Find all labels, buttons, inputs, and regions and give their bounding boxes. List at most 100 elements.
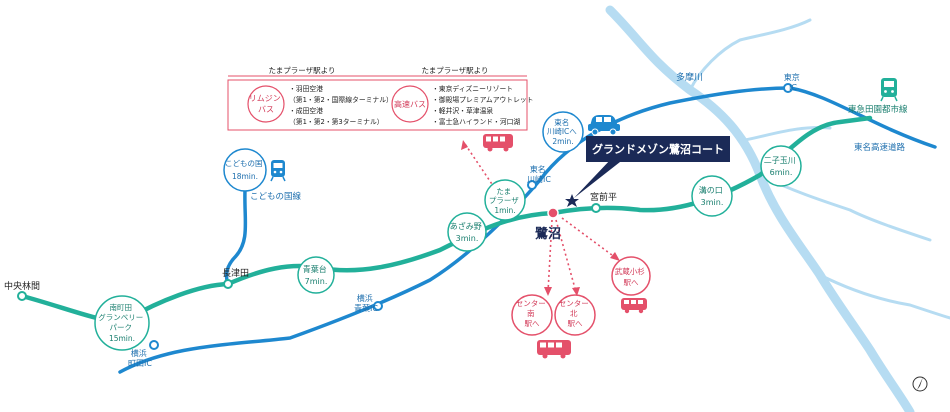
- north-arrow-icon: [912, 376, 928, 392]
- property-pointer: [574, 158, 620, 198]
- badge-aobadai: 青葉台 7min.: [297, 256, 335, 294]
- node-chuo-rinkan: [17, 291, 27, 301]
- bus-center-minami-l1: センター: [516, 299, 546, 308]
- train-icon-kodomonokuni: [270, 160, 286, 182]
- badge-minamimachida-l3: パーク: [110, 323, 133, 332]
- tama-river: [605, 5, 915, 412]
- svg-text:東名 川崎IC: 東名 川崎IC: [527, 164, 551, 184]
- label-tomei-expressway: 東名高速道路: [854, 142, 906, 153]
- svg-text:リムジン バス: リムジン バス: [249, 94, 284, 114]
- arrow-heads: [461, 140, 620, 296]
- express-item-3: ・富士急ハイランド・河口湖: [432, 117, 520, 126]
- badge-kawasaki-ic: 東名 川崎ICへ 2min.: [542, 111, 584, 153]
- rivers: [605, 5, 950, 412]
- node-machida-ic: [149, 340, 159, 350]
- blue-badges: こどもの国 18min. 東名 川崎ICへ 2min.: [223, 111, 584, 192]
- svg-text:横浜 青葉IC: 横浜 青葉IC: [354, 293, 378, 313]
- badge-mizonokuchi-l1: 溝の口: [699, 185, 723, 195]
- node-aoba-ic: [373, 301, 383, 311]
- badge-mizonokuchi: 溝の口 3min.: [691, 175, 733, 217]
- arrowhead-4: [610, 252, 620, 261]
- express-item-0: ・東京ディズニーリゾート: [432, 84, 513, 93]
- svg-text:センター 北 駅へ: センター 北 駅へ: [559, 299, 591, 328]
- label-miyamaedaira: 宮前平: [590, 191, 617, 203]
- river-branch-3: [818, 273, 950, 320]
- bus-center-kita-l1: センター: [559, 299, 589, 308]
- property-star-icon: [565, 194, 579, 207]
- node-nagatsuta: [223, 279, 233, 289]
- svg-text:こどもの国 18min.: こどもの国 18min.: [225, 159, 265, 181]
- arrowhead-3: [572, 287, 580, 296]
- label-kodomonokuni-line: こどもの国線: [250, 191, 302, 202]
- badge-kodomonokuni-circle: [223, 148, 267, 192]
- arrowhead-1: [461, 140, 468, 150]
- svg-text:溝の口 3min.: 溝の口 3min.: [699, 185, 726, 207]
- badge-aobadai-circle: [297, 256, 335, 294]
- limousine-label-l1: リムジン: [249, 94, 281, 103]
- svg-text:二子玉川 6min.: 二子玉川 6min.: [764, 156, 799, 177]
- badge-kawasaki-ic-l3: 2min.: [552, 137, 573, 146]
- label-tokyo-ic-l2: IC: [789, 83, 797, 92]
- property-name-box: [586, 136, 730, 162]
- label-kawasaki-ic-l1: 東名: [530, 164, 546, 174]
- label-aoba-ic-l1: 横浜: [357, 293, 373, 303]
- badge-minamimachida-circle: [94, 295, 150, 351]
- svg-text:センター 南 駅へ: センター 南 駅へ: [516, 299, 548, 328]
- badge-minamimachida-l1: 南町田: [110, 302, 133, 312]
- badge-futakotamagawa-circle: [760, 145, 802, 187]
- svg-text:横浜 町田IC: 横浜 町田IC: [128, 348, 152, 368]
- sagimuma-station-label: 鷺沼: [535, 226, 561, 242]
- svg-text:南町田 グランベリー パーク: 南町田 グランベリー パーク 15min.: [98, 302, 145, 343]
- svg-text:青葉台 7min.: 青葉台 7min.: [303, 264, 330, 286]
- node-kawasaki-ic: [527, 180, 537, 190]
- badge-kawasaki-ic-circle: [542, 111, 584, 153]
- label-machida-ic-l2: 町田IC: [128, 359, 152, 368]
- bus-musashikosugi-circle: [611, 256, 651, 296]
- express-item-1: ・御殿場プレミアムアウトレット: [432, 95, 533, 104]
- node-tokyo-ic: [783, 83, 793, 93]
- express-label: 高速バス: [394, 99, 426, 109]
- limousine-item-2: ・成田空港: [289, 106, 323, 115]
- bus-icon-bottom: [537, 340, 571, 359]
- svg-text:・東京ディズニーリゾート ・御殿場プレミアムアウ: ・東京ディズニーリゾート ・御殿場プレミアムアウトレット ・軽井沢・草津温泉 ・…: [432, 84, 536, 126]
- badge-kawasaki-ic-l1: 東名: [554, 117, 569, 127]
- badge-tamaplaza-circle: [484, 179, 526, 221]
- badge-minamimachida: 南町田 グランベリー パーク 15min.: [94, 295, 150, 351]
- badge-azamino: あざみ野 3min.: [447, 212, 487, 252]
- arrowhead-2: [544, 287, 552, 296]
- bus-icon-right: [621, 298, 647, 314]
- badge-futakotamagawa-l2: 6min.: [770, 168, 793, 177]
- label-toyoko-line: 東急田園都市線: [848, 104, 908, 115]
- bus-stop-badges: センター 南 駅へ センター 北 駅へ 武蔵小杉 駅へ: [511, 256, 651, 336]
- label-machida-ic-l1: 横浜: [131, 348, 147, 358]
- badge-tamaplaza-l1: たま: [496, 187, 511, 196]
- limousine-item-0: ・羽田空港: [289, 84, 323, 93]
- label-chuo-rinkan: 中央林間: [4, 280, 40, 292]
- bus-musashikosugi: 武蔵小杉 駅へ: [611, 256, 651, 296]
- property-name: グランドメゾン鷺沼コート: [592, 142, 724, 156]
- bus-musashikosugi-l2: 駅へ: [624, 278, 639, 287]
- badge-kodomonokuni: こどもの国 18min.: [223, 148, 267, 192]
- badge-kawasaki-ic-l2: 川崎ICへ: [547, 126, 577, 136]
- badge-azamino-l2: 3min.: [456, 234, 479, 243]
- bus-box-left-title: たまプラーザ駅より: [269, 66, 336, 75]
- badge-azamino-l1: あざみ野: [450, 221, 482, 231]
- badge-tamaplaza: たま プラーザ 1min.: [484, 179, 526, 221]
- toyoko-line-path: [19, 115, 873, 325]
- bus-box-right-title: たまプラーザ駅より: [422, 66, 489, 75]
- badge-mizonokuchi-l2: 3min.: [701, 198, 724, 207]
- limousine-item-3: （第1・第2・第3ターミナル）: [289, 117, 384, 126]
- badge-tamaplaza-l2: プラーザ: [489, 196, 519, 205]
- svg-text:武蔵小杉 駅へ: 武蔵小杉 駅へ: [615, 266, 647, 287]
- bus-center-kita-l2: 北: [570, 309, 578, 318]
- bus-box-frame: [227, 79, 528, 131]
- svg-text:あざみ野 3min.: あざみ野 3min.: [450, 221, 485, 243]
- sagimuma-station-marker: [547, 207, 559, 219]
- badge-mizonokuchi-circle: [691, 175, 733, 217]
- label-nagatsuta: 長津田: [222, 268, 249, 279]
- ic-nodes: [149, 83, 793, 350]
- badge-kodomonokuni-l2: 18min.: [232, 172, 258, 181]
- bus-center-kita-circle: [554, 294, 596, 336]
- badge-aobadai-l2: 7min.: [305, 277, 328, 286]
